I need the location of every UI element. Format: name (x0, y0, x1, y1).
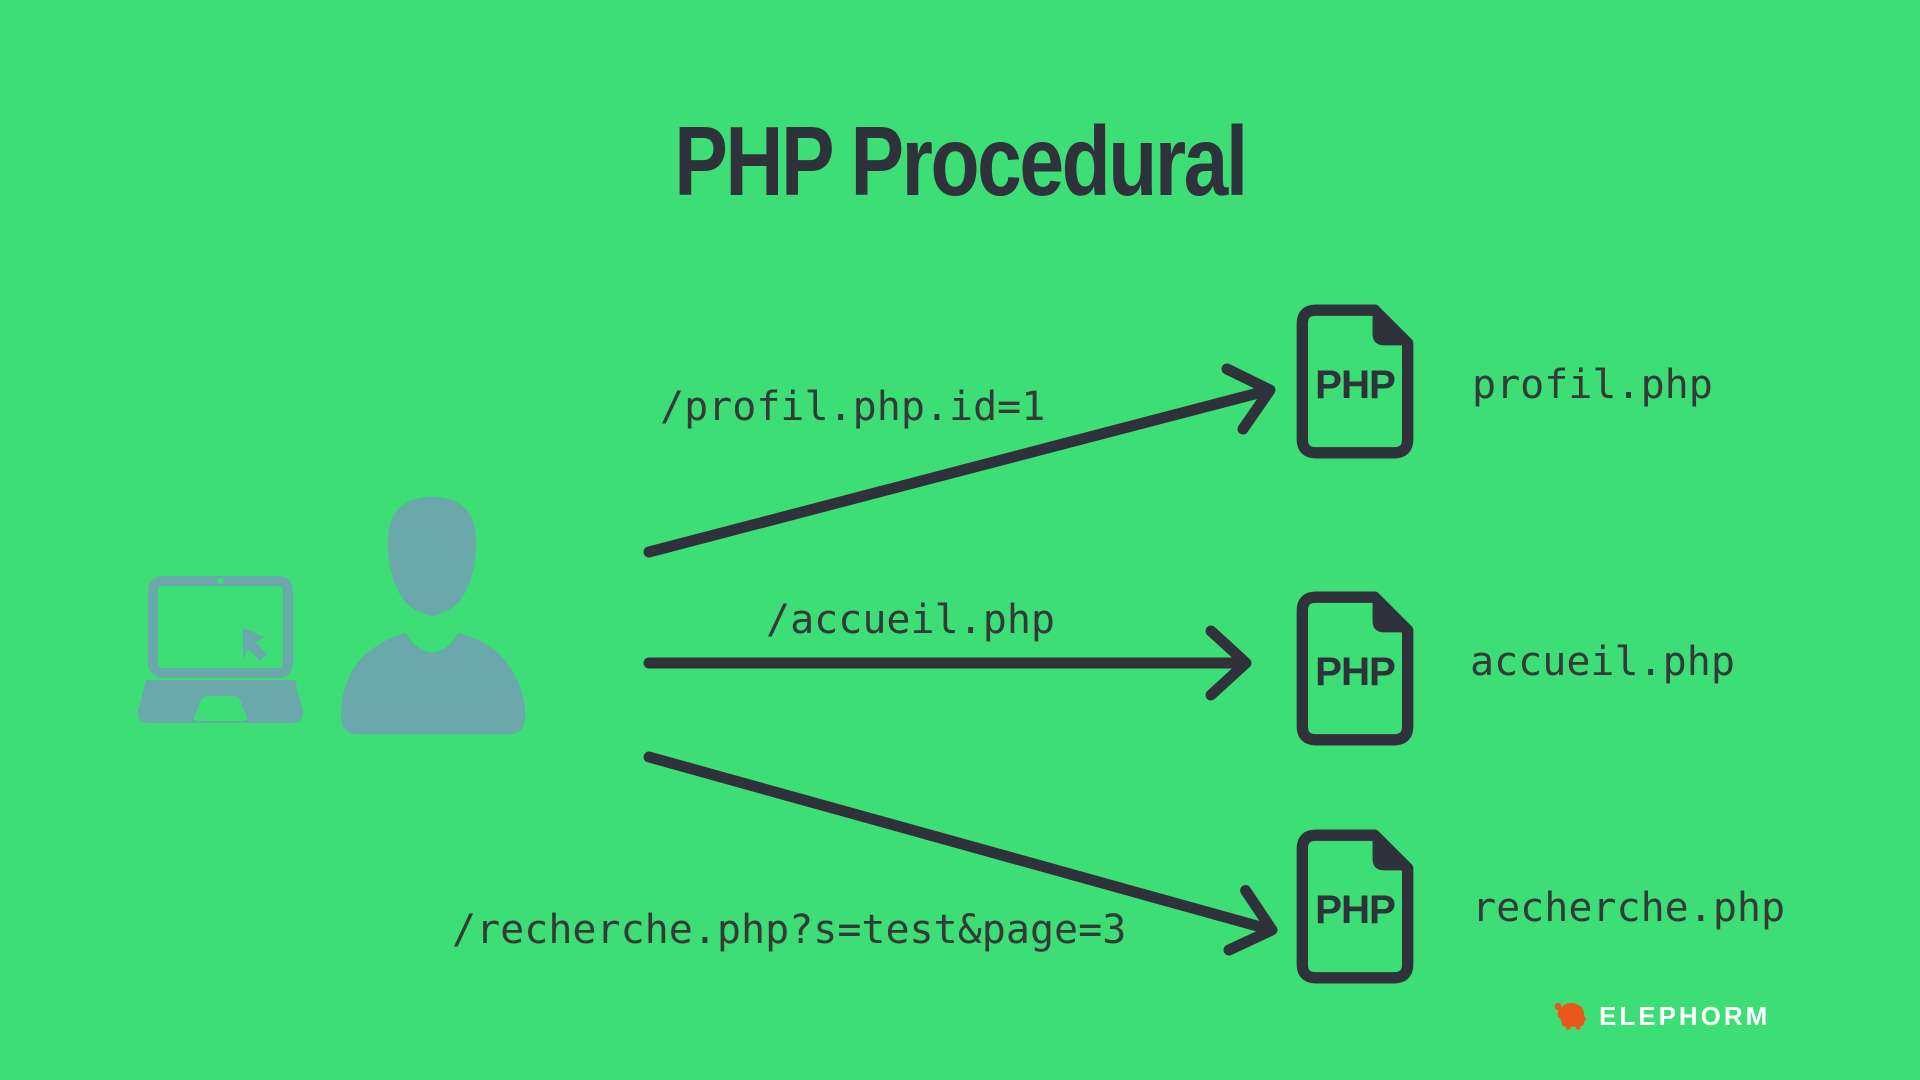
file-name-accueil: accueil.php (1470, 639, 1735, 685)
php-file-icon-profil: PHP (1296, 304, 1414, 459)
php-badge: PHP (1315, 362, 1395, 407)
webcam-dot (217, 578, 224, 584)
file-name-profil: profil.php (1472, 362, 1713, 408)
brand-logo: ELEPHORM (1552, 1000, 1770, 1032)
user-icon (340, 496, 526, 735)
php-badge: PHP (1315, 887, 1395, 932)
php-file-icon-recherche: PHP (1296, 829, 1414, 984)
brand-name: ELEPHORM (1599, 1001, 1771, 1031)
php-badge: PHP (1315, 649, 1395, 694)
page-title: PHP Procedural (674, 106, 1248, 216)
file-name-recherche: recherche.php (1472, 885, 1786, 931)
php-file-icon-accueil: PHP (1296, 591, 1414, 746)
laptop-icon (138, 576, 303, 723)
elephant-icon (1554, 1002, 1586, 1030)
cursor-icon (243, 628, 267, 661)
request-url-accueil: /accueil.php (766, 597, 1055, 643)
request-url-profil: /profil.php.id=1 (660, 384, 1046, 430)
request-url-recherche: /recherche.php?s=test&page=3 (452, 907, 1127, 953)
